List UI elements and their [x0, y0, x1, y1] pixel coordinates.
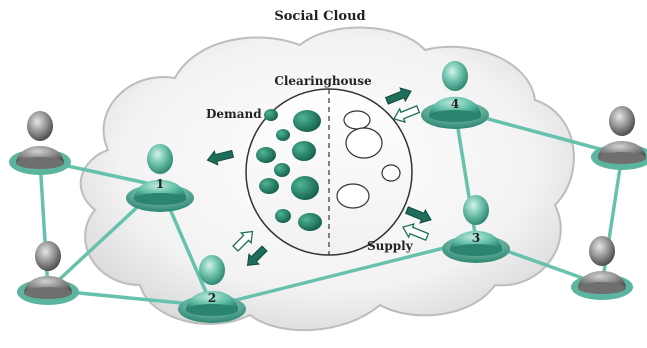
user-icon [17, 241, 79, 305]
supply-bubble [336, 183, 370, 209]
clearinghouse-label: Clearinghouse [274, 74, 372, 88]
demand-bubble [264, 109, 278, 121]
supply-bubble [343, 110, 371, 130]
demand-bubble [259, 178, 279, 194]
arrow-icon [384, 87, 412, 105]
demand-bubble [276, 129, 290, 141]
supply-label: Supply [367, 239, 414, 253]
supply-bubble [345, 127, 383, 159]
diagram-title: Social Cloud [274, 9, 365, 24]
user-icon [9, 111, 71, 175]
clearinghouse [245, 88, 413, 256]
demand-bubbles [256, 109, 322, 231]
user-node-2: 2 [178, 255, 246, 323]
user-node-label: 3 [472, 231, 480, 245]
edge-2-3 [210, 238, 478, 308]
arrow-icon [401, 223, 430, 241]
arrow-icon [246, 245, 268, 267]
demand-bubble [274, 163, 290, 177]
user-node-1: 1 [126, 144, 194, 212]
flow-arrows [206, 87, 432, 267]
arrow-icon [404, 206, 432, 224]
demand-bubble [293, 110, 321, 132]
user-node-label: 2 [208, 291, 216, 305]
demand-bubble [256, 147, 276, 163]
demand-label: Demand [206, 107, 262, 121]
demand-bubble [291, 176, 319, 200]
demand-bubble [298, 213, 322, 231]
arrow-icon [232, 230, 254, 252]
arrow-icon [392, 105, 421, 123]
user-node-3: 3 [442, 195, 510, 263]
supply-bubble [381, 164, 401, 182]
demand-bubble [292, 141, 316, 161]
user-node-label: 4 [451, 97, 459, 111]
supply-bubbles [336, 110, 401, 209]
demand-bubble [275, 209, 291, 223]
user-node-4: 4 [421, 61, 489, 129]
user-icon [571, 236, 633, 300]
user-node-label: 1 [156, 177, 164, 191]
arrow-icon [206, 149, 235, 166]
user-icon [591, 106, 647, 170]
